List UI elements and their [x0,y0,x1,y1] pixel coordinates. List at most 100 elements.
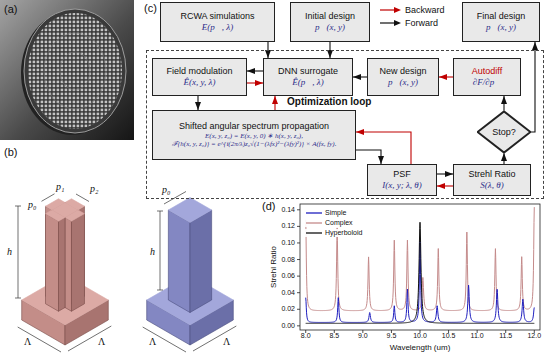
legend-sample [306,209,322,217]
dimension-label: p₂ [90,183,98,195]
plot-curves [306,207,535,323]
pillar-face [46,214,59,312]
dimension-line [157,290,163,291]
node-title: RCWA simulations [180,11,254,22]
tick-label: 9.5 [387,332,397,340]
tick-label: 0.12 [281,222,295,230]
node-formula: p⃗(x, y) [315,22,345,33]
dimension-line [68,326,111,351]
node-title: Initial design [305,11,355,22]
pillar-face [168,210,190,313]
lens-ring [44,33,106,109]
legend-item: Simple [304,209,348,217]
tick-label: 11.5 [499,332,512,340]
dimension-label: p₀ [28,199,36,211]
process-box: Shifted angular spectrum propagationE(x,… [152,110,356,160]
node-formula: Ê(p⃗, λ) [292,77,323,88]
forward-arrow [356,150,381,164]
tick-mark [297,226,300,227]
tick-label: 0.14 [281,206,295,214]
tick-label: 0.00 [281,322,295,330]
dimension-label: Λ [223,336,230,348]
pillar-face [65,210,84,221]
process-box: Autodiff∂F/∂p⃗ [453,58,521,96]
forward-arrow [437,173,453,174]
node-title: Strehl Ratio [468,169,515,180]
node-title: Field modulation [166,66,232,77]
process-box: DNN surrogateÊ(p⃗, λ) [263,58,353,96]
forward-arrow [353,76,367,77]
legend-sample [380,19,402,27]
input-box: Initial designp⃗(x, y) [290,2,370,42]
panel-letter: (b) [4,146,17,159]
dimension-label: p₁ [56,181,64,193]
axis-ticks [297,210,534,333]
legend-label: Forward [405,18,438,28]
legend-sample [306,219,322,227]
dimension-line [143,327,186,352]
dimension-line [15,298,21,299]
tick-mark [297,276,300,277]
process-box: Strehl RatioS(λ, θ) [453,164,531,196]
panel-letter: (a) [4,3,17,16]
legend-sample [380,6,402,14]
tick-mark [297,242,300,243]
dimension-label: h [150,246,155,258]
backward-arrow [439,76,453,77]
lens-pillars [28,13,122,129]
dimension-line [76,194,89,202]
output-box: Final designp⃗(x, y) [462,2,540,42]
dimension-label: h [7,246,12,258]
dimension-line [18,327,61,352]
forward-arrow [247,70,263,71]
dimension-label: Λ [24,336,31,348]
legend-label: Complex [325,219,353,227]
decision-diamond: Stop? [477,111,531,153]
input-box: RCWA simulationsE(p⃗, λ) [160,2,275,42]
loop-region: Optimization loopField modulationÊ(x, y,… [146,50,544,199]
legend-item: Backward [380,5,445,15]
legend-label: Simple [325,209,346,217]
dimension-label: Λ [149,336,156,348]
data-curve [306,241,535,322]
data-curve [306,222,535,323]
node-title: New design [379,66,426,77]
legend-label: Hyperboloid [325,229,362,237]
tick-label: 0.04 [281,289,295,297]
legend-label: Backward [405,5,445,15]
node-formula: p⃗(x, y) [388,77,418,88]
node-title: Final design [477,11,526,22]
render-background [0,0,134,140]
forward-arrow [503,96,504,111]
dimension-line [157,211,163,212]
dimension-label: Λ [98,336,105,348]
tick-mark [297,325,300,326]
dimension-line [193,326,236,351]
node-title: Stop? [492,127,516,138]
legend-item: Complex [304,219,355,227]
process-box: PSFI(x, y; λ, θ) [367,164,437,196]
tick-mark [297,259,300,260]
pillar-face [46,210,65,221]
node-title: PSF [393,169,411,180]
node-formula: E(x, y, z₀) = E(x, y, 0) ∗ h(x, y, z₀), [205,132,303,140]
lens-ring [60,52,90,90]
node-title: Autodiff [472,66,502,77]
node-formula: Ê(x, y, λ) [184,77,216,88]
forward-arrow [197,96,198,110]
process-box: New designp⃗(x, y) [367,58,439,96]
tick-label: 0.10 [281,239,295,247]
forward-arrow [531,42,535,132]
tick-label: 10.0 [413,332,427,340]
tick-label: 10.5 [442,332,456,340]
node-formula: E(p⃗, λ) [202,22,233,33]
node-title: DNN surrogate [278,66,338,77]
plot-frame [300,204,540,330]
tick-mark [297,209,300,210]
dimension-line [18,206,19,298]
backward-arrow [247,82,263,83]
tick-mark [297,292,300,293]
tick-label: 12.0 [527,332,541,340]
